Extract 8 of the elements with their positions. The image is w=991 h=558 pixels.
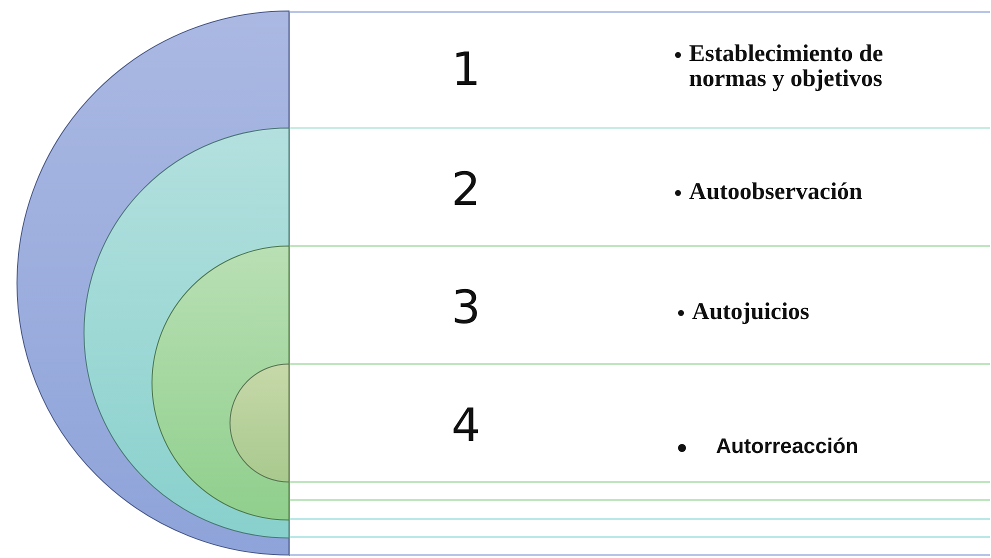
step-text: Autoobservación	[689, 180, 864, 206]
step-text: Autojuicios	[692, 300, 810, 326]
step-number: 3	[450, 284, 482, 330]
step-text: Autorreacción	[716, 436, 860, 458]
step-text: Establecimiento de normas y objetivos	[689, 42, 884, 92]
step-number: 4	[450, 402, 482, 448]
step-number: 1	[450, 46, 482, 92]
step-number: 2	[450, 166, 482, 212]
